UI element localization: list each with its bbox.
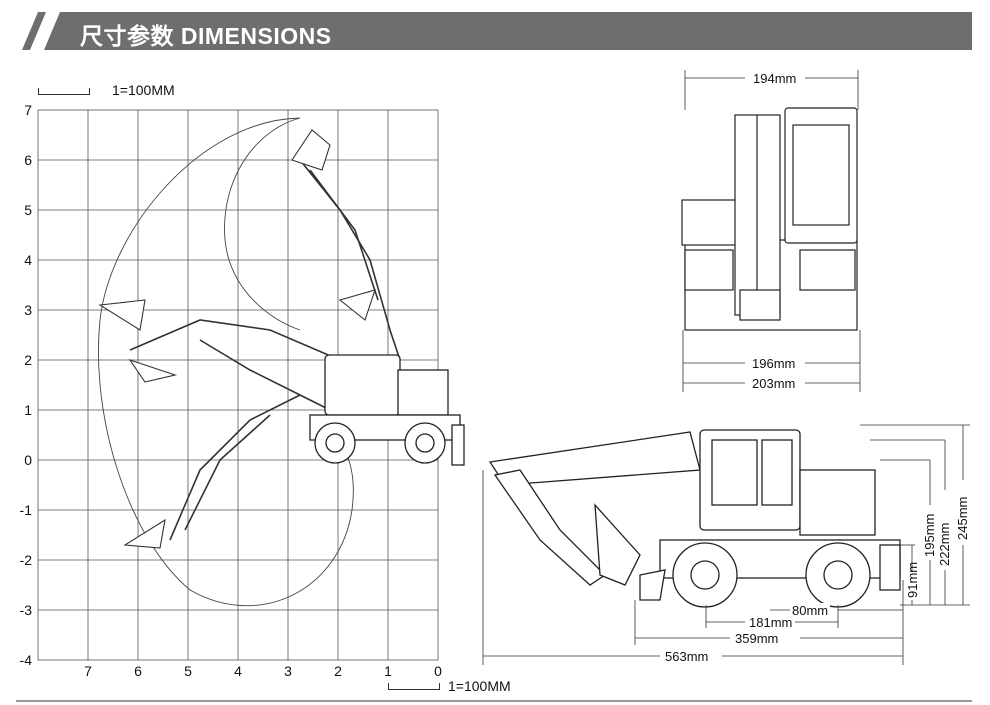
x-axis-labels: 7 6 5 4 3 2 1 0 (84, 663, 442, 679)
section-header: 尺寸参数 DIMENSIONS (16, 12, 972, 50)
dimension-chassis-length: 359mm (733, 631, 781, 646)
front-view-dimension-lines (682, 70, 861, 392)
y-tick: 7 (24, 102, 32, 118)
boom-positions (129, 159, 401, 541)
y-tick: -1 (20, 502, 33, 518)
dimension-height-body: 195mm (922, 513, 937, 557)
y-axis-labels: 7 6 5 4 3 2 1 0 -1 -2 -3 -4 (20, 102, 33, 668)
y-tick: 4 (24, 252, 32, 268)
dimension-height-ground: 91mm (905, 561, 920, 598)
scale-bar-bottom (388, 683, 440, 690)
y-tick: 3 (24, 302, 32, 318)
dimension-height-overall: 245mm (955, 496, 970, 540)
slash-decoration-icon (16, 12, 60, 50)
dimension-height-cab: 222mm (937, 522, 952, 566)
y-tick: -2 (20, 552, 33, 568)
x-tick: 4 (234, 663, 242, 679)
y-tick: 5 (24, 202, 32, 218)
bottom-divider (16, 700, 972, 702)
y-tick: 0 (24, 452, 32, 468)
dimension-track-width: 196mm (750, 356, 798, 371)
y-tick: -3 (20, 602, 33, 618)
dimension-top-width: 194mm (751, 71, 799, 86)
x-tick: 2 (334, 663, 342, 679)
side-view-dimension-lines (482, 424, 970, 665)
y-tick: 2 (24, 352, 32, 368)
bucket-shapes (98, 129, 376, 549)
x-tick: 1 (384, 663, 392, 679)
scale-label-bottom: 1=100MM (448, 678, 511, 694)
scale-bar-top (38, 88, 90, 95)
excavator-side-small (309, 354, 465, 466)
side-view-drawing (488, 429, 901, 608)
page-title: 尺寸参数 DIMENSIONS (80, 23, 332, 49)
x-tick: 6 (134, 663, 142, 679)
dimension-wheelbase: 181mm (747, 615, 795, 630)
y-tick: 6 (24, 152, 32, 168)
y-tick: 1 (24, 402, 32, 418)
dimension-rear-to-wheel: 80mm (790, 603, 831, 618)
x-tick: 7 (84, 663, 92, 679)
x-tick: 0 (434, 663, 442, 679)
dimension-overall-width: 203mm (750, 376, 798, 391)
scale-label-top: 1=100MM (112, 82, 175, 98)
y-tick: -4 (20, 652, 33, 668)
front-view-drawing (681, 107, 858, 331)
x-tick: 5 (184, 663, 192, 679)
x-tick: 3 (284, 663, 292, 679)
dimension-overall-length: 563mm (663, 649, 711, 664)
